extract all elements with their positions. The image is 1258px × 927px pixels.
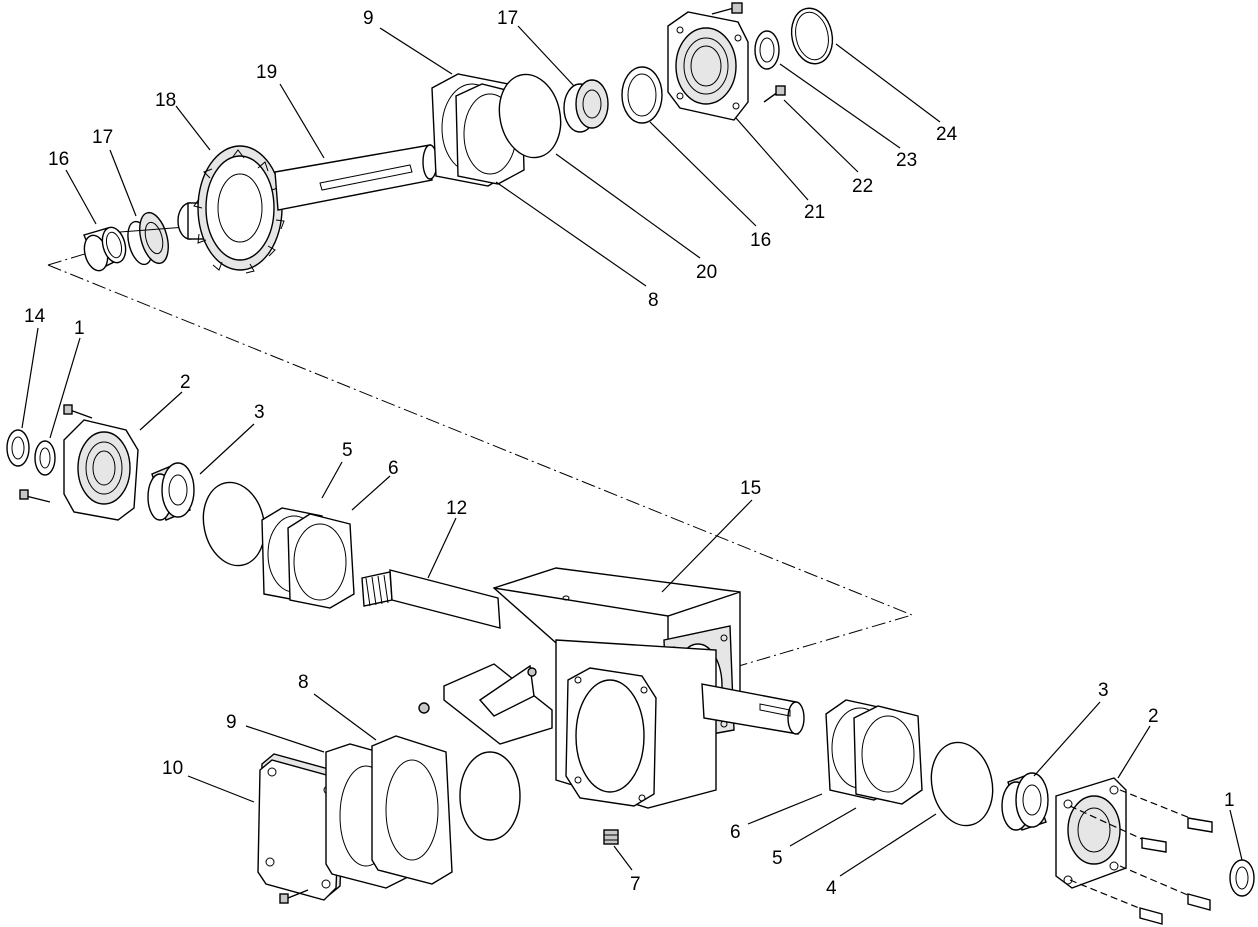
o-ring-right-part — [930, 741, 994, 827]
o-ring-left-part — [202, 481, 266, 567]
retaining-ring-part — [790, 7, 834, 65]
screws-right-part — [1069, 789, 1213, 925]
callout-9-lower: 9 — [226, 712, 237, 733]
callout-6-left: 6 — [388, 458, 399, 479]
gearbox-housing-part — [492, 567, 741, 809]
callout-12: 12 — [446, 498, 467, 519]
callout-22: 22 — [852, 176, 873, 197]
callout-5-right: 5 — [772, 848, 783, 869]
callout-7: 7 — [630, 874, 641, 895]
callout-24: 24 — [936, 124, 958, 145]
callout-10: 10 — [162, 758, 183, 779]
screw-upper-side-part — [763, 85, 786, 103]
end-cover-part — [257, 753, 345, 904]
bearing-housing-upper-part — [667, 11, 749, 121]
callout-14: 14 — [24, 306, 46, 327]
screw-upper-top-part — [711, 2, 743, 15]
oil-seal-left-1-part — [34, 440, 56, 476]
callout-15: 15 — [740, 478, 761, 499]
bearing-cone-left-part — [119, 211, 187, 266]
screw-left-top-part — [63, 404, 93, 419]
callout-3-left: 3 — [254, 402, 265, 423]
bearing-cup-left-part — [83, 226, 127, 272]
alignment-line-main — [47, 264, 914, 669]
callout-16-left: 16 — [48, 149, 69, 170]
helical-gear-part — [177, 145, 285, 274]
plug-part — [603, 829, 619, 845]
bearing-left-part — [147, 462, 195, 521]
bearing-right-part — [1001, 772, 1049, 831]
input-shaft-part — [361, 569, 501, 629]
callout-6-right: 6 — [730, 822, 741, 843]
oil-seal-left-14-part — [6, 429, 30, 467]
bearing-housing-left-part — [63, 419, 139, 521]
callout-5-left: 5 — [342, 440, 353, 461]
callout-17-left: 17 — [92, 127, 113, 148]
upper-shaft-part — [274, 144, 438, 211]
callout-18: 18 — [155, 90, 176, 111]
bearing-housing-right-part — [1055, 777, 1127, 889]
callout-17-upper: 17 — [497, 8, 518, 29]
callout-23: 23 — [896, 150, 917, 171]
gasket-lower-8-part — [371, 735, 453, 885]
callout-9-upper: 9 — [363, 8, 374, 29]
callout-8-lower: 8 — [298, 672, 309, 693]
oil-seal-right-part — [1229, 859, 1255, 897]
shim-right-5-part — [853, 705, 923, 805]
callout-3-right: 3 — [1098, 680, 1109, 701]
callout-20: 20 — [696, 262, 717, 283]
callout-21: 21 — [804, 202, 825, 223]
o-ring-upper-part — [498, 73, 562, 159]
callout-8-upper: 8 — [648, 290, 659, 311]
mounting-foot-part — [418, 663, 553, 745]
oil-seal-upper-part — [754, 30, 780, 70]
bearing-cone-upper-part — [563, 79, 609, 133]
bearing-cup-upper-part — [621, 66, 663, 124]
callout-2-right: 2 — [1148, 706, 1159, 727]
gasket-left-6-part — [287, 513, 355, 609]
callout-1-left: 1 — [74, 318, 85, 339]
callout-16-upper: 16 — [750, 230, 771, 251]
callout-1-right: 1 — [1224, 790, 1235, 811]
callout-19: 19 — [256, 62, 277, 83]
leader-lines — [21, 25, 1243, 877]
output-shaft-part — [701, 683, 805, 735]
screw-left-bottom-part — [19, 489, 51, 503]
o-ring-lower-part — [459, 751, 521, 841]
callout-2-left: 2 — [180, 372, 191, 393]
callout-4: 4 — [826, 878, 837, 899]
